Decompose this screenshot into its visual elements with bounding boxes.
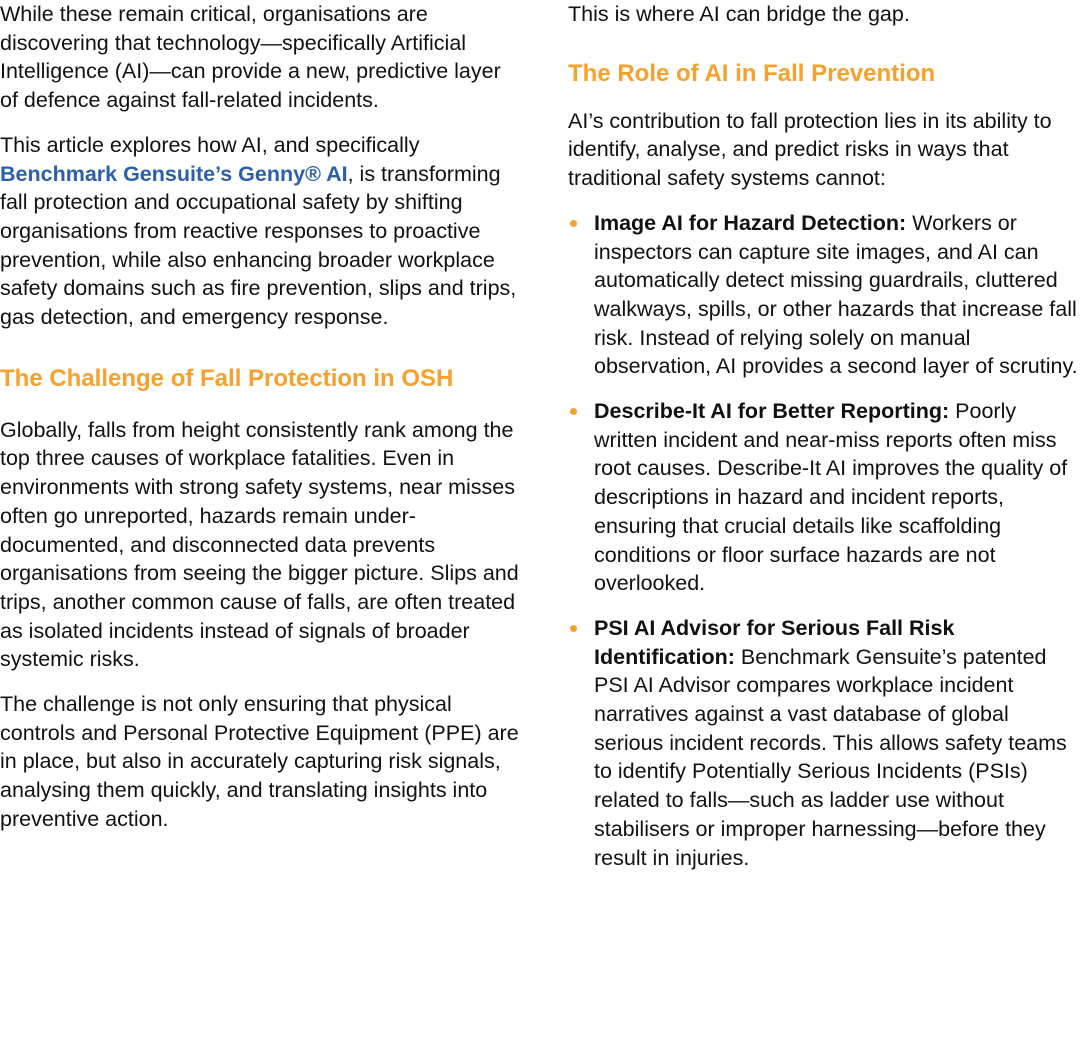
list-item-psi-ai-advisor: PSI AI Advisor for Serious Fall Risk Ide… [568,614,1080,872]
list-item-text: Benchmark Gensuite’s patented PSI AI Adv… [594,644,1067,870]
bullet-icon [570,219,577,227]
intro-paragraph: While these remain critical, organisatio… [0,2,501,113]
bullet-icon [570,408,577,416]
challenge-paragraph: The challenge is not only ensuring that … [0,692,519,831]
section-heading-role-of-ai: The Role of AI in Fall Prevention [568,59,936,87]
list-item-lead: PSI AI Advisor for Serious Fall Risk Ide… [594,615,955,669]
list-item-describe-it-ai: Describe-It AI for Better Reporting: Poo… [568,397,1080,598]
genny-ai-link[interactable]: Benchmark Gensuite’s Genny® AI [0,161,348,186]
left-column: While these remain critical, organisatio… [0,0,520,834]
list-item-text: Poorly written incident and near-miss re… [594,399,1068,596]
ai-capabilities-list: Image AI for Hazard Detection: Workers o… [568,209,1080,872]
list-item-lead: Image AI for Hazard Detection: [594,210,907,235]
list-item-image-ai: Image AI for Hazard Detection: Workers o… [568,209,1080,381]
article-scope-text-start: This article explores how AI, and specif… [0,132,420,157]
bullet-icon [570,624,577,632]
list-item-lead: Describe-It AI for Better Reporting: [594,399,950,424]
list-item-text: Workers or inspectors can capture site i… [594,210,1078,379]
right-column: This is where AI can bridge the gap. The… [568,0,1080,872]
section-heading-challenge: The Challenge of Fall Protection in OSH [0,364,454,392]
ai-contribution-paragraph: AI’s contribution to fall protection lie… [568,108,1052,191]
bridge-gap-paragraph: This is where AI can bridge the gap. [568,2,910,26]
article-scope-paragraph: This article explores how AI, and specif… [0,131,520,332]
falls-statistics-paragraph: Globally, falls from height consistently… [0,417,519,672]
article-scope-text-end: , is transforming fall protection and oc… [0,161,517,330]
